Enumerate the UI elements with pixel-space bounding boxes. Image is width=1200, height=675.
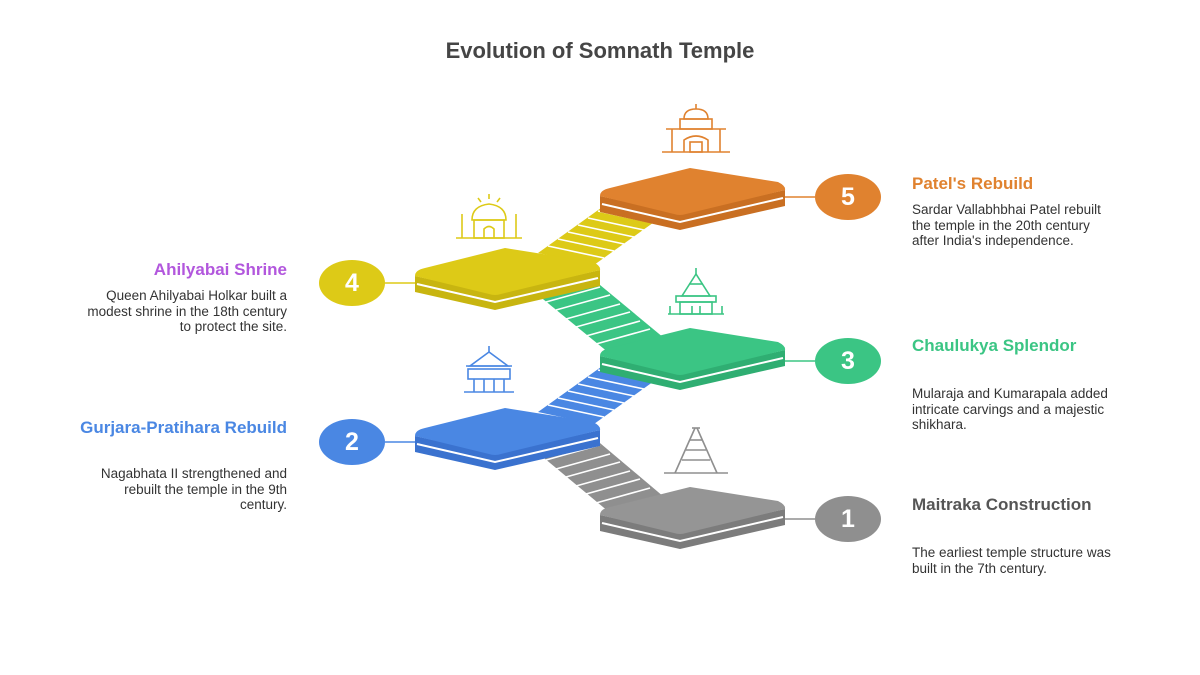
step-2-description: Nagabhata II strengthened and rebuilt th… (100, 466, 287, 512)
step-5-title: Patel's Rebuild (912, 174, 1034, 193)
step-4-description: Queen Ahilyabai Holkar built a modest sh… (87, 288, 287, 334)
step-1-description: The earliest temple structure was built … (912, 545, 1111, 576)
step-5-badge: 5 (815, 174, 881, 220)
step-1-title: Maitraka Construction (912, 495, 1092, 514)
pavilion-temple-icon (464, 346, 514, 393)
connectors (385, 196, 815, 520)
stairs-gray (538, 438, 664, 512)
step-2-title: Gurjara-Pratihara Rebuild (80, 418, 287, 437)
shikhara-temple-icon (668, 268, 724, 315)
diagram-title: Evolution of Somnath Temple (445, 38, 755, 63)
step-4-badge: 4 (319, 260, 385, 306)
step-2-badge: 2 (319, 419, 385, 465)
modern-temple-icon (662, 104, 730, 153)
step-1-badge: 1 (815, 496, 881, 542)
domed-shrine-icon (456, 194, 522, 239)
step-3-description: Mularaja and Kumarapala added intricate … (912, 386, 1108, 432)
stairs-green (538, 280, 664, 353)
step-4-title: Ahilyabai Shrine (153, 260, 287, 279)
step-5-description: Sardar Vallabhbhai Patel rebuilt the tem… (912, 202, 1101, 248)
stupa-tower-icon (664, 427, 728, 474)
step-3-title: Chaulukya Splendor (912, 336, 1077, 355)
step-3-badge: 3 (815, 338, 881, 384)
